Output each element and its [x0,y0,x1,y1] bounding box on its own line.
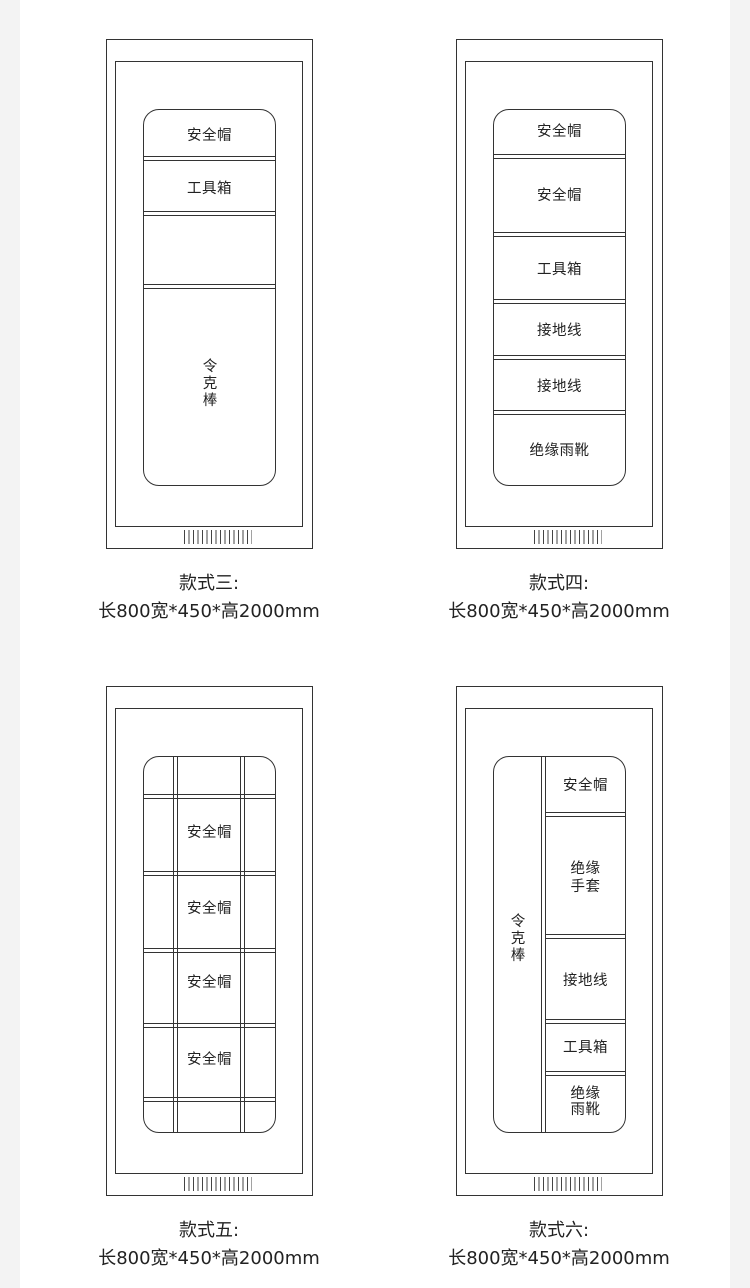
compartment-label: 安全帽 [187,975,232,991]
compartment-label: 工具箱 [537,262,582,278]
shelf [144,211,275,216]
style-6-caption: 款式六: 长800宽*450*高2000mm [409,1217,709,1273]
style-dimensions: 长800宽*450*高2000mm [98,1248,320,1269]
compartment-panel: 安全帽 安全帽 安全帽 安全帽 [143,756,276,1133]
cabinet-inner-frame: 安全帽 工具箱 令克棒 [115,61,303,544]
cabinet-style-5: 安全帽 安全帽 安全帽 安全帽 [106,686,313,1196]
compartment-label: 安全帽 [537,124,582,140]
vertical-divider [244,757,245,1132]
compartment-label-vertical: 令克棒 [510,914,526,964]
compartment-label: 安全帽 [537,188,582,204]
shelf [546,1071,625,1076]
sheet: 安全帽 工具箱 令克棒 款式三: 长800宽*450*高2000mm 安全帽 安… [20,0,730,1288]
cabinet-style-6: 令克棒 安全帽 绝缘 手套 接地线 工具箱 绝缘 雨靴 [456,686,663,1196]
compartment-label: 接地线 [537,379,582,395]
vent-grille [184,530,252,544]
style-3-caption: 款式三: 长800宽*450*高2000mm [59,570,359,626]
shelf [494,299,625,304]
compartment-label: 安全帽 [187,825,232,841]
compartment-label: 安全帽 [563,778,608,794]
vent-grille [534,1177,602,1191]
shelf [144,1097,275,1102]
shelf [494,355,625,360]
style-5-caption: 款式五: 长800宽*450*高2000mm [59,1217,359,1273]
style-dimensions: 长800宽*450*高2000mm [98,601,320,622]
style-4-caption: 款式四: 长800宽*450*高2000mm [409,570,709,626]
shelf [546,934,625,939]
vertical-divider [177,757,178,1132]
compartment-label: 安全帽 [187,1052,232,1068]
compartment-label: 接地线 [537,323,582,339]
shelf [494,410,625,415]
vent-grille [534,530,602,544]
compartment-label: 安全帽 [187,901,232,917]
style-dimensions: 长800宽*450*高2000mm [448,601,670,622]
vertical-divider [173,757,174,1132]
cabinet-style-4: 安全帽 安全帽 工具箱 接地线 接地线 绝缘雨靴 [456,39,663,549]
style-title: 款式三: [178,573,240,594]
compartment-label-vertical: 令克棒 [202,359,218,409]
style-title: 款式五: [178,1220,240,1241]
cabinet-inner-frame: 安全帽 安全帽 安全帽 安全帽 [115,708,303,1191]
shelf [144,948,275,953]
cabinet-style-3: 安全帽 工具箱 令克棒 [106,39,313,549]
cabinet-inner-frame: 安全帽 安全帽 工具箱 接地线 接地线 绝缘雨靴 [465,61,653,544]
shelf [546,812,625,817]
vent-grille [184,1177,252,1191]
shelf [144,284,275,289]
vertical-divider [240,757,241,1132]
shelf [144,156,275,161]
shelf [144,1023,275,1028]
shelf [494,232,625,237]
shelf [144,871,275,876]
compartment-label: 安全帽 [187,128,232,144]
shelf [494,154,625,159]
compartment-label: 绝缘雨靴 [529,443,590,459]
compartment-label: 绝缘 手套 [570,861,601,895]
style-dimensions: 长800宽*450*高2000mm [448,1248,670,1269]
compartment-label: 工具箱 [187,181,232,197]
style-title: 款式四: [528,573,590,594]
shelf [546,1019,625,1024]
compartment-label: 绝缘 雨靴 [570,1086,601,1118]
vertical-divider [541,757,542,1132]
compartment-panel: 安全帽 安全帽 工具箱 接地线 接地线 绝缘雨靴 [493,109,626,486]
style-title: 款式六: [528,1220,590,1241]
compartment-label: 接地线 [563,973,608,989]
right-column: 安全帽 绝缘 手套 接地线 工具箱 绝缘 雨靴 [546,757,625,1132]
cabinet-inner-frame: 令克棒 安全帽 绝缘 手套 接地线 工具箱 绝缘 雨靴 [465,708,653,1191]
compartment-label: 工具箱 [563,1040,608,1056]
vertical-divider [545,757,546,1132]
compartment-panel: 安全帽 工具箱 令克棒 [143,109,276,486]
compartment-panel: 令克棒 安全帽 绝缘 手套 接地线 工具箱 绝缘 雨靴 [493,756,626,1133]
shelf [144,794,275,799]
